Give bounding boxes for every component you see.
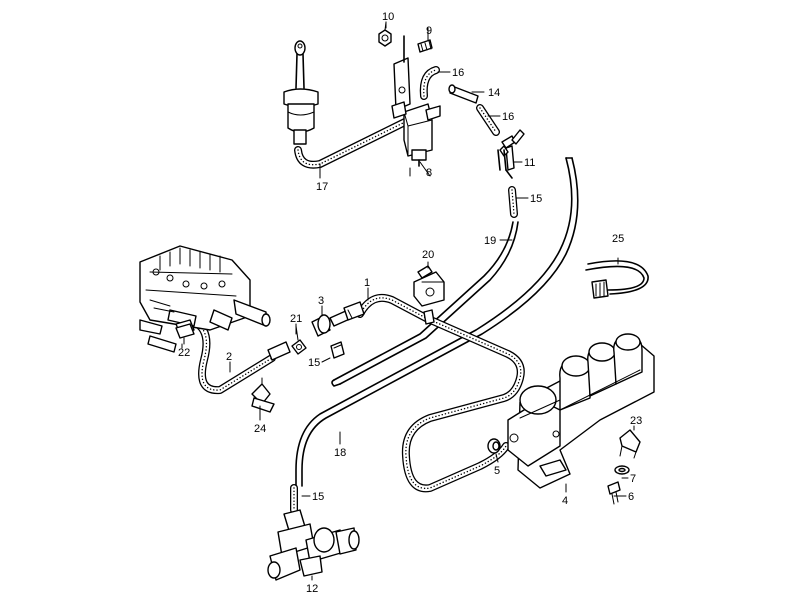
hose-1-connector (423, 309, 435, 325)
leader-lines (181, 21, 635, 581)
label-24: 24 (254, 423, 266, 435)
label-14: 14 (488, 87, 500, 99)
check-valve-3 (311, 301, 365, 337)
label-16a: 16 (452, 67, 464, 79)
label-25: 25 (612, 233, 624, 245)
pipe-14 (448, 84, 479, 104)
label-18: 18 (334, 447, 346, 459)
label-4: 4 (562, 495, 568, 507)
label-15a: 15 (530, 193, 542, 205)
label-10: 10 (382, 11, 394, 23)
bolt-6 (607, 481, 621, 505)
clip-22 (175, 323, 195, 345)
label-12: 12 (306, 583, 318, 595)
fitting-12 (267, 509, 360, 581)
washer-7 (614, 465, 630, 475)
line-19 (331, 221, 519, 387)
t-piece-11 (499, 129, 525, 171)
label-23: 23 (630, 415, 642, 427)
label-21: 21 (290, 313, 302, 325)
label-11: 11 (524, 157, 535, 169)
label-8: 8 (426, 167, 432, 179)
clip-20 (413, 265, 445, 307)
bracket-23 (619, 429, 641, 459)
hose-15-upper (508, 186, 518, 218)
label-7: 7 (630, 473, 636, 485)
intake-manifold (507, 333, 655, 489)
label-20: 20 (422, 249, 434, 261)
grommet-5 (487, 438, 501, 454)
connector-hose (497, 149, 513, 179)
label-22: 22 (178, 347, 190, 359)
solenoid-valve (391, 35, 441, 167)
label-16b: 16 (502, 111, 514, 123)
label-5: 5 (494, 465, 500, 477)
label-2: 2 (226, 351, 232, 363)
hose-2-end (267, 341, 291, 361)
clip-21 (291, 325, 307, 355)
band-clamp-25 (585, 260, 649, 299)
label-15b: 15 (308, 357, 320, 369)
screw-9 (417, 31, 433, 53)
label-15c: 15 (312, 491, 324, 503)
connector-15-middle (330, 341, 345, 359)
hose-16a (419, 66, 440, 100)
vacuum-actuator (283, 40, 319, 145)
hose-16b (476, 104, 500, 136)
label-1: 1 (364, 277, 370, 289)
callout-labels: 10 9 16 14 16 11 8 17 15 19 25 20 1 3 21… (178, 11, 642, 595)
nut-10 (378, 21, 392, 47)
engine-head (139, 245, 271, 353)
label-3: 3 (318, 295, 324, 307)
label-6: 6 (628, 491, 634, 503)
label-17: 17 (316, 181, 328, 193)
line-18 (295, 157, 579, 487)
clip-24 (251, 377, 275, 413)
label-9: 9 (426, 25, 432, 37)
hose-1 (356, 293, 525, 493)
hose-2 (190, 318, 276, 395)
label-19: 19 (484, 235, 496, 247)
